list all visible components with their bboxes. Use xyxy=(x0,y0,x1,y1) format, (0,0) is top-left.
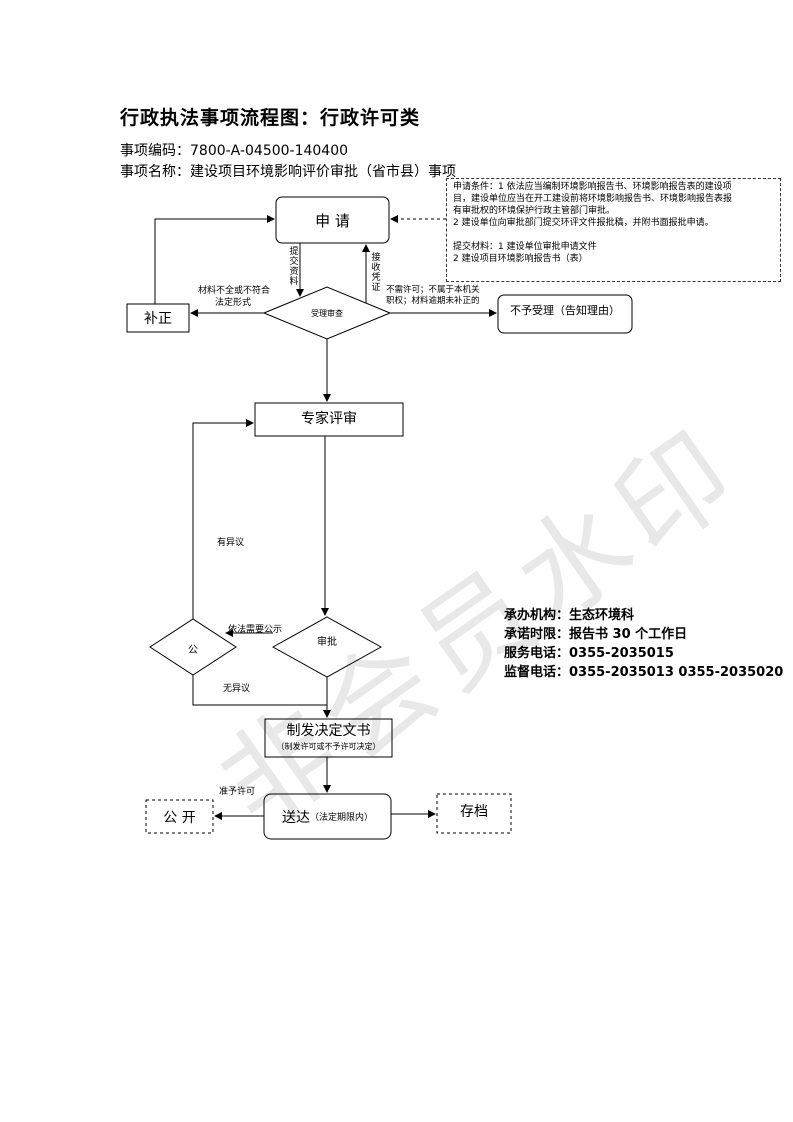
note-line: 2 建设项目环境影响报告书（表） xyxy=(453,254,588,264)
objection-arrow xyxy=(192,419,254,619)
item-code: 事项编码：7800-A-04500-140400 xyxy=(120,143,349,159)
reject-box xyxy=(497,294,633,334)
apply-box xyxy=(275,196,390,244)
grant-label: 准予许可 xyxy=(219,787,256,797)
agency-info: 承办机构：生态环境科 xyxy=(504,608,635,623)
supplement-to-apply-arrow xyxy=(154,215,275,304)
objection-label: 有异议 xyxy=(217,538,245,548)
decision-box xyxy=(264,718,393,758)
note-line: 申请条件：1 依法应当编制环境影响报告书、环境影响报告表的建设项 xyxy=(453,182,732,192)
publicity-label: 公 xyxy=(188,644,198,656)
need-publicity-label: 依法需要公示 xyxy=(228,625,283,635)
no-objection-arrow xyxy=(192,675,327,706)
publish-box xyxy=(145,799,214,834)
item-name: 事项名称：建设项目环境影响评价审批（省市县）事项 xyxy=(120,164,456,180)
submit-label: 提交资料 xyxy=(289,247,299,287)
deliver-label-group: 送达 （法定期限内） xyxy=(264,794,391,839)
expert-box xyxy=(254,402,404,437)
note-line: 2 建设单位向审批部门提交环评文件报批稿，并附书面报批申请。 xyxy=(453,218,714,228)
review-label: 受理审查 xyxy=(311,308,343,318)
decision-sublabel: （制发许可或不予许可决定） xyxy=(276,741,381,751)
receipt-label: 接收凭证 xyxy=(371,253,381,293)
archive-label: 存档 xyxy=(460,803,488,820)
deliver-label: 送达 xyxy=(281,809,310,826)
time-limit-info: 承诺时限：报告书 30 个工作日 xyxy=(504,627,688,642)
supplement-label: 补正 xyxy=(144,311,172,327)
reject-reason-2: 职权；材料逾期未补正的 xyxy=(386,296,480,306)
decision-label: 制发决定文书 xyxy=(286,723,371,739)
page-title: 行政执法事项流程图：行政许可类 xyxy=(120,107,421,129)
note-line: 有审批权的环境保护行政主管部门审批。 xyxy=(453,206,616,216)
approve-diamond xyxy=(271,616,383,678)
reject-label: 不予受理（告知理由） xyxy=(510,304,620,317)
publicity-diamond xyxy=(149,618,237,676)
archive-box xyxy=(436,793,512,834)
incomplete-label-2: 法定形式 xyxy=(215,298,252,308)
approve-label: 审批 xyxy=(317,636,337,648)
service-phone-info: 服务电话：0355-2035015 xyxy=(504,646,674,661)
publish-label: 公 开 xyxy=(163,809,196,826)
expert-label: 专家评审 xyxy=(301,411,357,427)
note-line: 提交材料：1 建设单位审批申请文件 xyxy=(453,242,597,252)
supervise-phone-info: 监督电话：0355-2035013 0355-2035020 xyxy=(504,665,784,680)
supplement-box xyxy=(126,303,190,333)
apply-label: 申 请 xyxy=(315,211,350,230)
incomplete-label-1: 材料不全或不符合 xyxy=(198,286,271,296)
no-objection-label: 无异议 xyxy=(223,684,251,694)
conditions-note: 申请条件：1 依法应当编制环境影响报告书、环境影响报告表的建设项 目，建设单位应… xyxy=(446,178,781,282)
reject-reason-1: 不需许可；不属于本机关 xyxy=(386,285,480,295)
deliver-sublabel: （法定期限内） xyxy=(309,813,373,823)
note-line: 目，建设单位应当在开工建设前将环境影响报告书、环境影响报告表报 xyxy=(453,194,733,204)
